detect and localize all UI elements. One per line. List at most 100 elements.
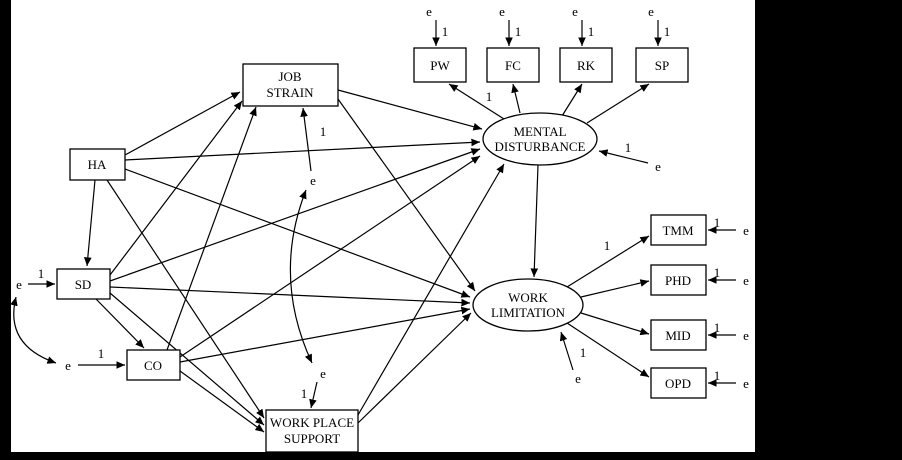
path-work-limitation-to-tmm: [566, 235, 650, 288]
job-strain-box: [242, 63, 339, 107]
letterbox-left: [0, 0, 11, 460]
error-label-phd: e: [743, 273, 749, 288]
work-place-support-label-line1: WORK PLACE: [270, 415, 354, 430]
ha-box: [69, 148, 126, 181]
path-co-to-mental-disturbance: [179, 155, 481, 358]
path-mental-disturbance-to-sp: [586, 83, 650, 124]
path-co-to-work-limitation: [179, 306, 471, 363]
sd-box: [56, 268, 111, 300]
loading-1-error-sd: 1: [38, 266, 45, 281]
error-arrow-work-place-support: [309, 381, 318, 409]
error-label-tmm: e: [743, 223, 749, 238]
path-mental-disturbance-to-rk: [561, 83, 583, 117]
tmm-box: [650, 214, 707, 246]
phd-label: PHD: [665, 273, 691, 288]
covariance-arrow-e-jobstrain-e-workplacesupport: [289, 189, 313, 364]
error-term-labels: e e e e e e e e e e e e e e: [16, 4, 749, 391]
error-label-sd: e: [16, 277, 22, 292]
phd-box: [650, 264, 707, 296]
job-strain-label-line1: JOB: [278, 69, 301, 84]
path-work-place-support-to-mental-disturbance: [357, 163, 505, 416]
fc-box: [486, 47, 540, 83]
error-arrow-work-limitation: [559, 331, 574, 371]
path-mental-disturbance-to-work-limitation: [530, 164, 539, 278]
co-box: [126, 349, 181, 381]
error-arrow-job-strain: [300, 107, 312, 172]
loading-1-error-work-place-support: 1: [301, 386, 308, 401]
path-sd-to-work-place-support: [109, 292, 265, 426]
path-sd-to-work-limitation: [109, 286, 471, 307]
error-arrow-mental-disturbance: [598, 149, 649, 164]
pw-box: [413, 47, 467, 83]
loading-1-sp: 1: [664, 24, 671, 39]
work-limitation-ellipse: [472, 278, 584, 332]
mental-disturbance-label-line1: MENTAL: [513, 124, 566, 139]
ha-label: HA: [88, 157, 107, 172]
error-label-job-strain: e: [310, 173, 316, 188]
loading-1-error-mid: 1: [714, 320, 721, 335]
path-mental-disturbance-to-fc: [511, 83, 521, 114]
error-label-work-place-support: e: [320, 366, 326, 381]
path-work-place-support-to-work-limitation: [357, 312, 472, 424]
error-label-work-limitation: e: [575, 371, 581, 386]
path-ha-to-sd: [83, 179, 96, 267]
path-ha-to-job-strain: [124, 91, 241, 156]
error-label-opd: e: [743, 376, 749, 391]
loading-1-error-co: 1: [98, 346, 105, 361]
loading-1-rk: 1: [588, 24, 595, 39]
letterbox-right: [755, 0, 902, 460]
structural-paths: [83, 89, 539, 433]
co-label: CO: [144, 358, 162, 373]
error-label-fc: e: [499, 4, 505, 19]
mental-disturbance-label-line2: DISTURBANCE: [494, 139, 585, 154]
rk-label: RK: [577, 58, 596, 73]
fixed-loading-labels: 1 1 1 1 1 1 1 1 1 1 1 1 1 1 1 1: [38, 24, 721, 401]
nodes: [56, 47, 707, 453]
error-label-mental-disturbance: e: [655, 159, 661, 174]
tmm-label: TMM: [662, 223, 694, 238]
opd-label: OPD: [665, 376, 691, 391]
path-ha-to-mental-disturbance: [124, 138, 481, 161]
loading-1-pw: 1: [442, 24, 449, 39]
node-labels: JOB STRAIN HA SD CO WORK PLACE SUPPORT P…: [75, 58, 694, 446]
mid-box: [650, 319, 707, 351]
mental-disturbance-ellipse: [482, 112, 598, 166]
measurement-paths: [448, 83, 650, 378]
path-work-limitation-to-phd: [580, 279, 650, 298]
letterbox-bottom: [0, 452, 902, 460]
fc-label: FC: [505, 58, 521, 73]
covariance-arrows: [10, 189, 313, 364]
path-work-limitation-to-mid: [580, 312, 650, 336]
error-label-rk: e: [572, 4, 578, 19]
error-arrows: [28, 20, 736, 409]
path-co-to-work-place-support: [179, 370, 265, 433]
rk-box: [559, 47, 613, 83]
path-sd-to-co: [95, 298, 145, 349]
path-work-limitation-to-opd: [566, 322, 650, 378]
error-label-pw: e: [426, 4, 432, 19]
pw-label: PW: [430, 58, 450, 73]
covariance-arrow-e-sd-e-co: [10, 296, 57, 364]
sp-label: SP: [655, 58, 669, 73]
path-sd-to-job-strain: [109, 100, 243, 276]
path-job-strain-to-mental-disturbance: [337, 89, 483, 131]
path-job-strain-to-work-limitation: [337, 98, 476, 292]
path-ha-to-work-limitation: [124, 168, 471, 298]
error-label-co: e: [65, 358, 71, 373]
sd-label: SD: [75, 277, 92, 292]
path-co-to-job-strain: [166, 106, 257, 351]
opd-box: [650, 367, 707, 399]
sp-box: [635, 47, 689, 83]
work-limitation-label-line2: LIMITATION: [491, 305, 566, 320]
job-strain-label-line2: STRAIN: [267, 85, 315, 100]
error-label-mid: e: [743, 328, 749, 343]
loading-1-wl-tmm-path: 1: [604, 238, 611, 253]
loading-1-fc: 1: [515, 24, 522, 39]
loading-1-error-job-strain: 1: [320, 124, 327, 139]
loading-1-error-phd: 1: [714, 265, 721, 280]
loading-1-error-work-limitation: 1: [580, 345, 587, 360]
error-label-sp: e: [648, 4, 654, 19]
mid-label: MID: [665, 328, 690, 343]
